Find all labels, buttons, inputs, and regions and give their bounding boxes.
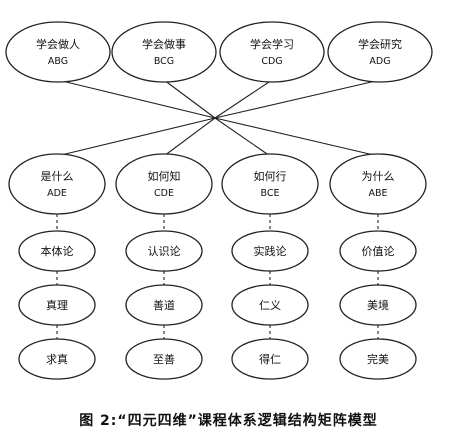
mid-node-code: CDE — [154, 188, 174, 199]
mid-node-code: ADE — [47, 188, 67, 199]
top-node-code: ADG — [369, 56, 390, 67]
top-node: 学会学习 CDG — [219, 21, 325, 83]
mid-node-label: 是什么 — [41, 170, 74, 183]
leaf-node: 善道 — [125, 284, 203, 326]
leaf-node-label: 善道 — [153, 298, 175, 312]
mid-node-code: ABE — [368, 188, 387, 199]
leaf-node-label: 本体论 — [41, 244, 74, 258]
leaf-node-oval — [231, 284, 309, 326]
mid-node-oval — [329, 153, 427, 215]
leaf-node-oval — [231, 338, 309, 380]
leaf-node-oval — [125, 284, 203, 326]
mid-node: 如何知 CDE — [115, 153, 213, 215]
top-node-label: 学会学习 — [250, 37, 294, 51]
top-node-code: CDG — [261, 56, 282, 67]
edge-hub-mid — [56, 117, 216, 157]
leaf-node-oval — [125, 230, 203, 272]
mid-node: 为什么 ABE — [329, 153, 427, 215]
top-node: 学会研究 ADG — [327, 21, 433, 83]
figure-caption: 图 2:“四元四维”课程体系逻辑结构矩阵模型 — [79, 413, 378, 429]
leaf-node: 实践论 — [231, 230, 309, 272]
leaf-node: 真理 — [18, 284, 96, 326]
mid-node-label: 如何行 — [254, 169, 287, 183]
leaf-node-oval — [18, 230, 96, 272]
leaf-node-label: 得仁 — [259, 353, 281, 366]
diagram-edges — [56, 79, 381, 339]
top-node-label: 学会做事 — [142, 37, 186, 51]
mid-node-label: 为什么 — [362, 170, 395, 183]
leaf-node: 求真 — [18, 338, 96, 380]
diagram-nodes: 学会做人 ABG 学会做事 BCG 学会学习 CDG 学会研究 ADG 是什么 ADE 如何知 CDE… — [5, 21, 433, 380]
leaf-node: 至善 — [125, 338, 203, 380]
leaf-node: 价值论 — [339, 230, 417, 272]
mid-node-oval — [8, 153, 106, 215]
leaf-node-label: 完美 — [367, 352, 389, 366]
top-node-code: ABG — [48, 56, 68, 67]
leaf-node-label: 真理 — [46, 298, 68, 312]
leaf-node-label: 价值论 — [362, 244, 395, 258]
leaf-node-label: 美境 — [367, 298, 389, 312]
mid-node-code: BCE — [261, 188, 280, 199]
leaf-node-label: 实践论 — [254, 244, 287, 258]
mid-node: 是什么 ADE — [8, 153, 106, 215]
edge-hub-mid — [214, 117, 379, 157]
leaf-node: 仁义 — [231, 284, 309, 326]
leaf-node: 得仁 — [231, 338, 309, 380]
edge-top-hub — [214, 79, 273, 119]
top-node-oval — [111, 21, 217, 83]
leaf-node-oval — [339, 284, 417, 326]
mid-node-label: 如何知 — [148, 169, 181, 183]
top-node-label: 学会做人 — [36, 37, 80, 51]
leaf-node-oval — [18, 338, 96, 380]
top-node: 学会做人 ABG — [5, 21, 111, 83]
leaf-node: 完美 — [339, 338, 417, 380]
top-node-oval — [219, 21, 325, 83]
leaf-node-label: 仁义 — [259, 299, 281, 312]
leaf-node-oval — [339, 338, 417, 380]
leaf-node: 美境 — [339, 284, 417, 326]
top-node: 学会做事 BCG — [111, 21, 217, 83]
top-node-code: BCG — [154, 56, 174, 67]
top-node-oval — [5, 21, 111, 83]
leaf-node-oval — [125, 338, 203, 380]
leaf-node: 认识论 — [125, 230, 203, 272]
edge-top-hub — [214, 79, 381, 119]
leaf-node-label: 认识论 — [148, 244, 181, 258]
edge-hub-mid — [163, 117, 216, 157]
top-node-oval — [327, 21, 433, 83]
leaf-node: 本体论 — [18, 230, 96, 272]
leaf-node-label: 至善 — [153, 352, 175, 366]
mid-node-oval — [115, 153, 213, 215]
leaf-node-oval — [18, 284, 96, 326]
edge-top-hub — [163, 79, 216, 119]
edge-top-hub — [57, 79, 216, 119]
leaf-node-oval — [339, 230, 417, 272]
leaf-node-label: 求真 — [46, 352, 68, 366]
leaf-node-oval — [231, 230, 309, 272]
top-node-label: 学会研究 — [358, 37, 402, 51]
edge-hub-mid — [214, 117, 271, 157]
mid-node: 如何行 BCE — [221, 153, 319, 215]
mid-node-oval — [221, 153, 319, 215]
